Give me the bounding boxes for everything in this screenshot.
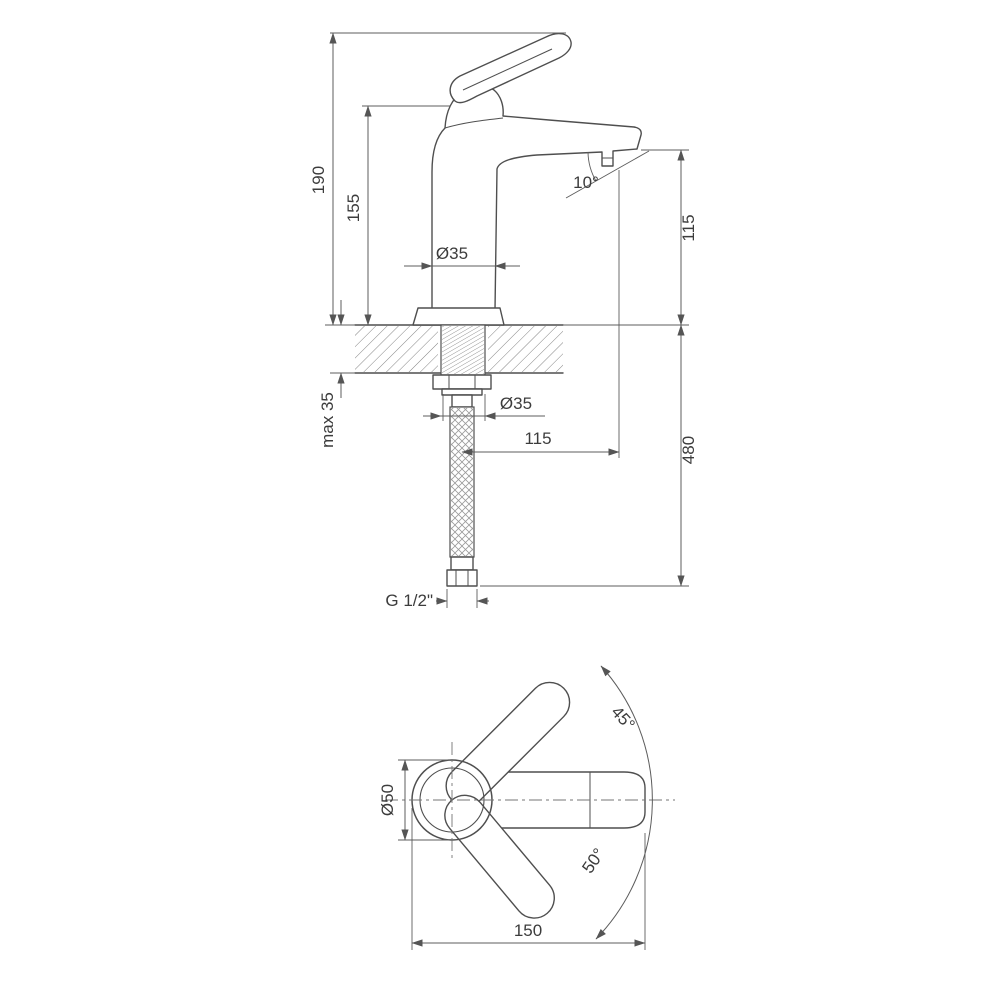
dim-total-height-label: 190 [309,166,328,194]
faucet-body-spout [431,86,642,311]
hose-braid-texture [451,408,473,556]
dim-overall-length-label: 150 [514,921,542,940]
dim-handle-angle-down-label: 50° [578,845,608,877]
lever-detail-line [462,48,553,91]
washer [441,388,483,396]
deck-hatch-right [488,326,563,372]
dim-spout-reach-label: 115 [524,429,551,448]
deck-hatch-left [355,326,438,372]
nut-body [432,374,492,390]
connector-nut [446,569,478,587]
handle-swing-arc [595,665,653,940]
base-flange [412,307,505,326]
hose-connector [446,556,478,587]
dim-spout-angle-label: 10° [573,173,599,192]
shank-thread-texture [442,326,484,374]
side-view-dimensions: 190 155 Ø35 115 480 max 35 [309,32,698,610]
dim-shank-diameter-label: Ø35 [500,394,532,413]
side-view-drawing: 10° 190 155 Ø35 115 480 [309,32,698,610]
dim-spout-height-label: 115 [679,214,698,241]
dim-top-diameter-label: Ø50 [378,784,397,816]
angle-reference-line [565,150,650,199]
dim-hose-length-label: 480 [679,436,698,464]
dim-thread-size-label: G 1/2" [385,591,433,610]
body-neck-line [444,117,504,129]
dim-body-diameter-label: Ø35 [436,244,468,263]
top-view-drawing: 45° 50° Ø50 150 [378,665,675,950]
dim-body-height-label: 155 [344,194,363,222]
flexible-hose [446,394,478,587]
hose-upper-tube [451,394,473,408]
angle-arc [587,151,597,182]
spout-angle-indicator: 10° [565,150,650,199]
dim-max-deck-thickness-label: max 35 [318,392,337,448]
faucet-outline [412,32,642,326]
threaded-shank [440,324,486,376]
connector-sleeve [450,556,474,571]
mounting-nut [432,374,492,396]
deck-section [354,324,564,374]
plan-diameter-dimension: Ø50 [378,759,450,841]
dim-handle-angle-up-label: 45° [607,702,638,734]
plan-length-dimension: 150 [411,808,646,950]
